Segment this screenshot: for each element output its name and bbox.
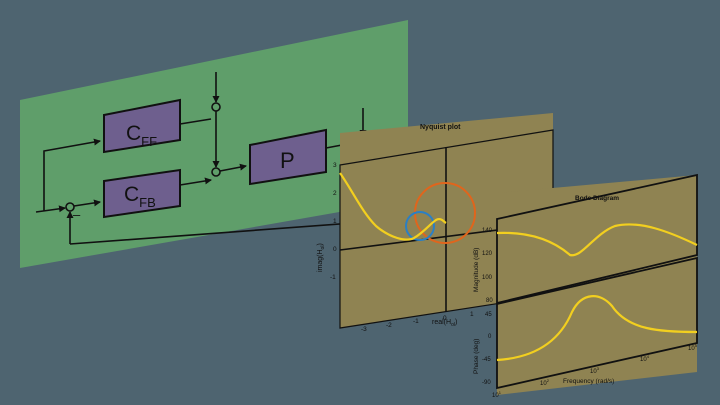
- nyquist-ytick: 1: [333, 218, 337, 225]
- bode-xtick: 101: [492, 390, 502, 399]
- nyquist-ytick: -1: [330, 274, 336, 281]
- bode-phase-curve: [496, 295, 698, 362]
- bode-mag-ytick: 120: [482, 251, 493, 257]
- nyquist-title: Nyquist plot: [420, 124, 461, 131]
- nyquist-ytick: 3: [333, 162, 337, 169]
- cfb-block: CFB: [103, 168, 181, 219]
- bode-xtick: 104: [640, 354, 650, 363]
- block-diagram-panel: CFF CFB P: [20, 20, 408, 268]
- nyquist-xtick: -2: [386, 322, 392, 329]
- bode-panel-background: [497, 175, 697, 395]
- bode-mag-ytick: 80: [486, 298, 493, 304]
- bode-magnitude-yticks: 140 120 100 80: [482, 228, 493, 304]
- bode-phase-ytick: 0: [488, 334, 492, 340]
- nyquist-xtick: -3: [361, 326, 367, 333]
- bode-phase-ylabel: Phase (deg): [473, 339, 480, 374]
- bode-phase-ytick: -90: [482, 380, 491, 386]
- bode-title: Bode Diagram: [575, 195, 619, 202]
- bode-panel: Bode Diagram 140 120 100 80 Magnitude (d…: [473, 173, 698, 399]
- nyquist-ylabel: imag(Hol): [317, 243, 326, 272]
- nyquist-curve: [339, 172, 447, 241]
- nyquist-blue-circle: [405, 211, 435, 241]
- bode-xlabel: Frequency (rad/s): [563, 378, 614, 385]
- sum-junction-middle: [211, 167, 221, 177]
- cff-label: CFF: [126, 122, 157, 149]
- plant-block: P: [249, 128, 327, 186]
- bode-magnitude-ylabel: Magnitude (dB): [473, 248, 480, 292]
- nyquist-xtick: -1: [413, 318, 419, 325]
- bode-xtick: 102: [540, 378, 550, 387]
- minus-sign: –: [73, 207, 81, 222]
- bode-xtick: 105: [688, 343, 698, 352]
- bode-phase-yticks: 45 0 -45 -90: [482, 312, 492, 386]
- nyquist-xlabel: real(Hol): [432, 319, 457, 328]
- plant-label: P: [280, 148, 295, 173]
- bode-mag-ytick: 100: [482, 275, 493, 281]
- nyquist-xtick: 1: [470, 311, 474, 318]
- nyquist-yticks: 3 2 1 0 -1: [330, 162, 337, 281]
- cfb-label: CFB: [124, 183, 156, 210]
- bode-xticks: 101 102 103 104 105: [492, 343, 698, 399]
- bode-xtick: 103: [590, 366, 600, 375]
- bode-magnitude-axes: [496, 173, 698, 305]
- bode-magnitude-curve: [496, 223, 698, 257]
- nyquist-ytick: 2: [333, 190, 337, 197]
- nyquist-xtick: 0: [443, 315, 447, 322]
- cff-block: CFF: [103, 98, 181, 154]
- bode-mag-ytick: 140: [482, 228, 493, 234]
- nyquist-ytick: 0: [333, 246, 337, 253]
- bode-phase-ytick: -45: [482, 357, 491, 363]
- nyquist-xticks: -3 -2 -1 0 1: [361, 311, 474, 333]
- bode-phase-ytick: 45: [485, 312, 492, 318]
